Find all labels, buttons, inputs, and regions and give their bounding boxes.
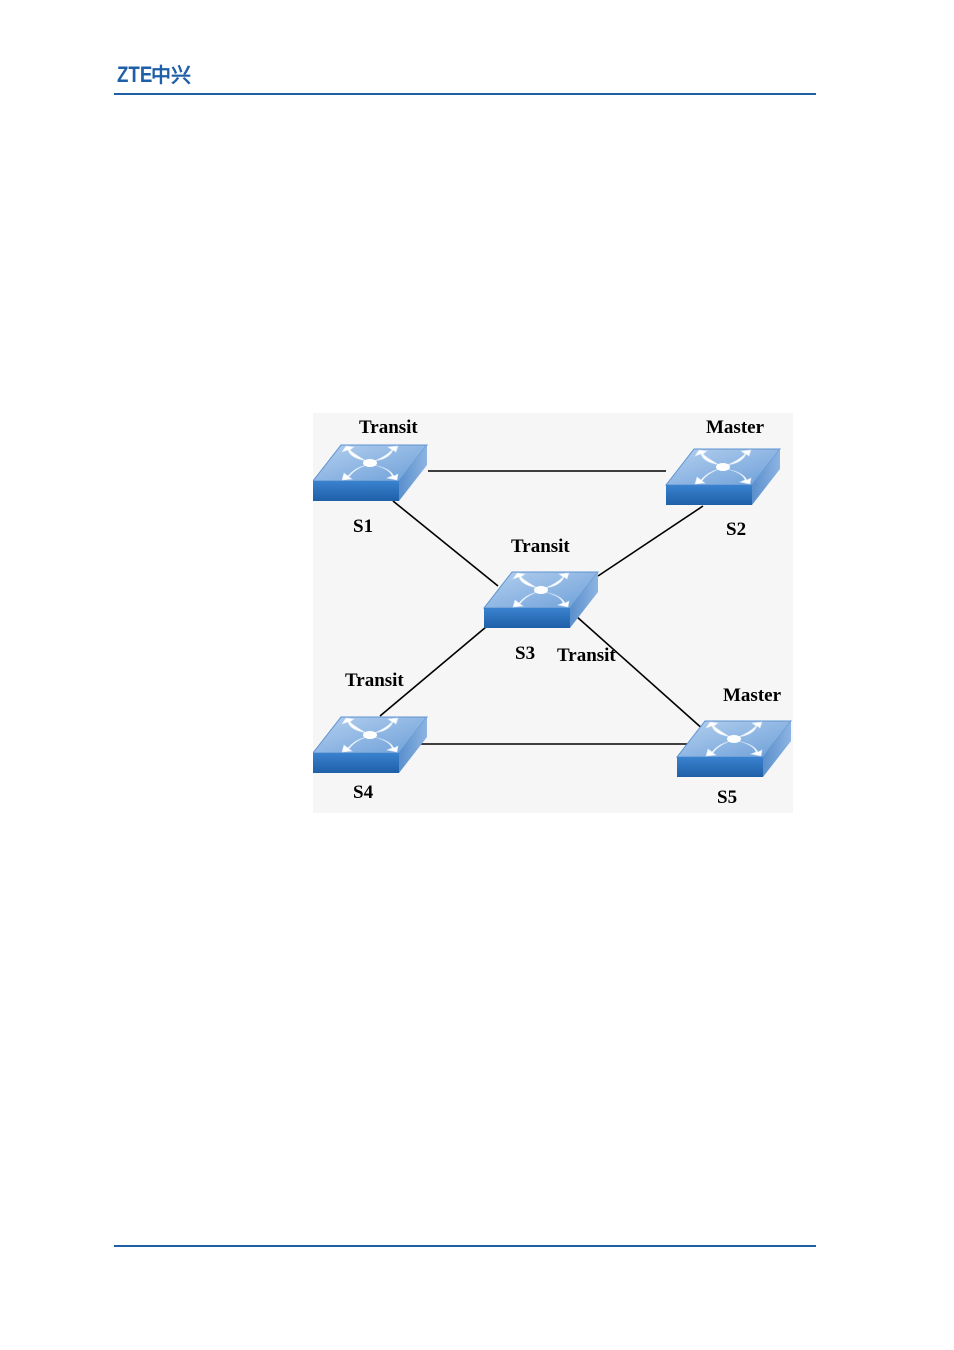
zte-logo: ZTE 中兴 (117, 62, 191, 88)
s3-name-label: S3 (515, 643, 535, 664)
s2-name-label: S2 (726, 519, 746, 540)
link-s3-s5 (576, 616, 705, 731)
s4-role-label: Transit (345, 670, 404, 691)
link-s1-s3 (393, 501, 498, 586)
s5-name-label: S5 (717, 787, 737, 808)
network-topology-figure: Transit S1 Master S2 Transit S3 Transit … (313, 413, 793, 813)
topology-diagram: Transit S1 Master S2 Transit S3 Transit … (313, 413, 793, 813)
logo-text-cjk: 中兴 (151, 62, 191, 88)
logo-text-latin: ZTE (117, 62, 143, 88)
s1-name-label: S1 (353, 516, 373, 537)
link-s2-s3 (598, 506, 703, 576)
switch-icon-s5 (677, 721, 791, 777)
s5-role-label: Master (723, 685, 782, 706)
switch-icon-s1 (313, 445, 427, 501)
switch-icon-s4 (313, 717, 427, 773)
s4-name-label: S4 (353, 782, 374, 803)
s1-role-label: Transit (359, 417, 418, 438)
s2-role-label: Master (706, 417, 765, 438)
header-rule (114, 93, 816, 95)
footer-rule (114, 1245, 816, 1247)
s3-role-secondary-label: Transit (557, 645, 616, 666)
s3-role-label: Transit (511, 536, 570, 557)
switch-icon-s2 (666, 449, 780, 505)
